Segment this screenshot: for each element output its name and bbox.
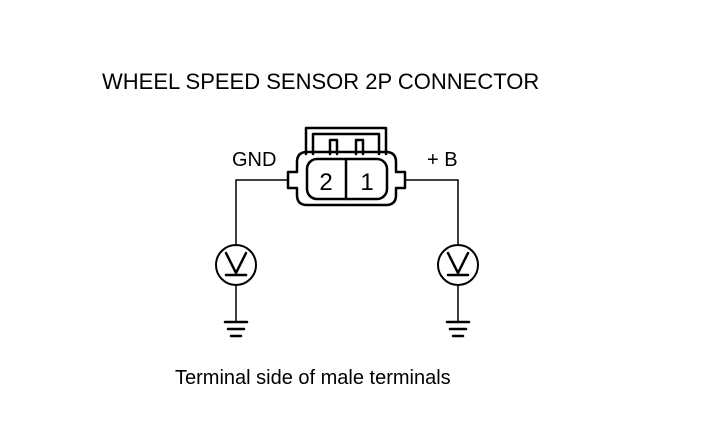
ground-icon (445, 320, 471, 338)
diagram-title: WHEEL SPEED SENSOR 2P CONNECTOR (102, 69, 539, 94)
wire-gnd (235, 179, 288, 244)
pin-label-plus-b: + B (427, 149, 458, 171)
ground-icon (223, 320, 249, 338)
connector-icon: 2 1 (286, 126, 407, 207)
wire-plus-b (405, 179, 459, 244)
terminal-number-2: 2 (319, 169, 332, 196)
voltmeter-icon (215, 244, 257, 286)
voltmeter-icon (437, 244, 479, 286)
terminal-number-1: 1 (360, 169, 373, 196)
diagram-caption: Terminal side of male terminals (175, 367, 451, 389)
pin-label-gnd: GND (232, 149, 276, 171)
